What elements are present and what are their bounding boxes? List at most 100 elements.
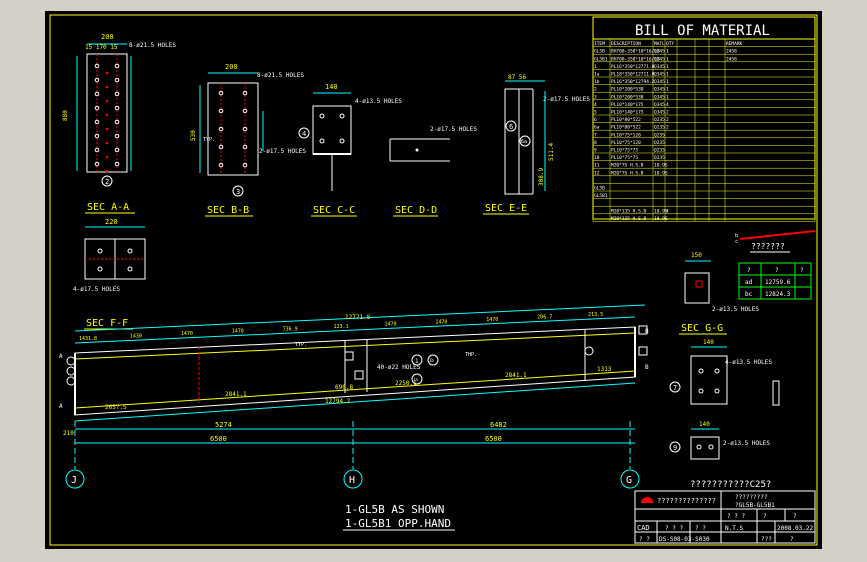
- svg-text:4: 4: [302, 130, 306, 138]
- hole-mark: [105, 113, 109, 117]
- bom-cell: 5: [594, 110, 597, 116]
- bom-cell: 3: [594, 94, 597, 100]
- bom-cell: GL5B1: [594, 193, 608, 199]
- sec-e-label: SEC E-E: [485, 203, 527, 214]
- a-hole-note: 8-ø21.5 HOLES: [129, 42, 176, 49]
- section-b-b: 200 8-ø21.5 HOLES 2-ø17.5 HOLES 530 TYP.…: [190, 63, 306, 217]
- bom-cell: M20*75 H.S.B: [611, 163, 644, 169]
- d-hole-note: 2-ø17.5 HOLES: [430, 126, 477, 133]
- span1-dim: 5274: [215, 421, 232, 429]
- bom-cell: 7: [594, 132, 597, 138]
- bom-cell: Q235: [654, 140, 665, 146]
- bom-cell: Q345: [654, 87, 665, 93]
- g-dim-top: 150: [691, 252, 702, 259]
- bom-cell: Q345: [654, 110, 665, 116]
- sec-f-label: SEC F-F: [86, 318, 128, 329]
- svg-text:140: 140: [703, 339, 714, 346]
- f-hole-note: 4-ø17.5 HOLES: [73, 286, 120, 293]
- sec-c-label: SEC C-C: [313, 205, 355, 216]
- bom-cell: 4: [666, 208, 669, 214]
- hole: [218, 126, 224, 132]
- hole-mark: [105, 127, 109, 131]
- hole: [114, 147, 120, 153]
- tb-code: ?GL5B-GL5B1: [735, 502, 775, 509]
- svg-text:b: b: [735, 233, 738, 239]
- bom-cell: Q345: [654, 64, 665, 70]
- bom-cell: 6: [594, 117, 597, 123]
- hole-mark: [105, 169, 109, 173]
- bom-cell: 2: [666, 117, 669, 123]
- svg-text:2841.1: 2841.1: [225, 391, 247, 398]
- g3-hole-note: 2-ø13.5 HOLES: [723, 440, 770, 447]
- segment-dim: 206.7: [537, 315, 552, 321]
- svg-text:2657.5: 2657.5: [105, 404, 127, 411]
- slope-sketch: b c: [735, 230, 816, 245]
- bom-cell: Q235: [654, 125, 665, 131]
- svg-text:7: 7: [673, 384, 677, 392]
- bom-cell: 1: [666, 64, 669, 70]
- hole: [242, 162, 248, 168]
- segment-dim: 123.1: [334, 324, 349, 330]
- svg-text:1313: 1313: [597, 366, 612, 373]
- svg-text:?: ?: [793, 513, 797, 520]
- tb-company: ??????????????: [657, 497, 716, 505]
- tb-scale: N.T.S: [725, 525, 743, 532]
- c-dim-top: 140: [325, 83, 338, 91]
- bom-header: DESCRIPTION: [611, 41, 641, 47]
- bom-cell: 1: [666, 87, 669, 93]
- bom-header: ITEM: [594, 41, 605, 47]
- c-hole-note: 4-ø13.5 HOLES: [355, 98, 402, 105]
- a-dim-top: 200: [101, 33, 114, 41]
- bom-cell: PL16*350*12771.8: [611, 64, 655, 70]
- hole-mark: [105, 71, 109, 75]
- f-dim-top: 220: [105, 218, 118, 226]
- svg-text:6500: 6500: [210, 435, 227, 443]
- g2-hole-note: 4-ø13.5 HOLES: [725, 359, 772, 366]
- hole-mark: [105, 141, 109, 145]
- tb-date: 2008.03.22: [777, 525, 814, 532]
- title-block: ???????????C25? ?????????????? ?????????…: [634, 480, 816, 544]
- bom-cell: 1b: [594, 79, 600, 85]
- hole: [94, 147, 100, 153]
- svg-text:308.9: 308.9: [538, 168, 545, 186]
- svg-text:???: ???: [761, 536, 772, 543]
- bom-cell: 1: [666, 79, 669, 85]
- bom-cell: 2458: [726, 49, 737, 55]
- b-hole-note: 8-ø21.5 HOLES: [257, 72, 304, 79]
- bom-header: REMARK: [726, 41, 743, 47]
- svg-text:bc: bc: [745, 291, 753, 298]
- svg-text:6: 6: [509, 123, 513, 131]
- b-dim-top: 200: [225, 63, 238, 71]
- svg-text:9: 9: [673, 444, 677, 452]
- grid-label-j: J: [71, 475, 77, 486]
- note-opp: 1-GL5B1 OPP.HAND: [345, 517, 451, 530]
- hole-mark: [105, 99, 109, 103]
- hole: [94, 161, 100, 167]
- hole: [94, 91, 100, 97]
- e-hole-note: 2-ø17.5 HOLES: [543, 96, 590, 103]
- svg-text:TYP.: TYP.: [203, 137, 215, 143]
- hole: [242, 126, 248, 132]
- bom-cell: GL5B: [594, 49, 605, 55]
- svg-text:THP.: THP.: [465, 352, 477, 358]
- bom-cell: PL10*75*75: [611, 155, 638, 161]
- beam-bottom-dim: 12794.2: [325, 398, 351, 405]
- svg-text:1a: 1a: [413, 377, 418, 382]
- svg-text:2250.1: 2250.1: [395, 380, 417, 387]
- hole: [218, 108, 224, 114]
- hole: [114, 91, 120, 97]
- bom-cell: 6a: [594, 125, 600, 131]
- bom-cell: 1: [594, 64, 597, 70]
- hole: [218, 144, 224, 150]
- sec-b-label: SEC B-B: [207, 205, 249, 216]
- hole: [94, 119, 100, 125]
- bom-cell: PL10*200*530: [611, 87, 644, 93]
- bom-cell: 1: [666, 94, 669, 100]
- svg-text:12824.3: 12824.3: [765, 291, 791, 298]
- bom-cell: 4: [594, 102, 597, 108]
- b-hole-note2: 2-ø17.5 HOLES: [259, 148, 306, 155]
- section-c-c: 140 4-ø13.5 HOLES 4 SEC C-C: [298, 83, 402, 217]
